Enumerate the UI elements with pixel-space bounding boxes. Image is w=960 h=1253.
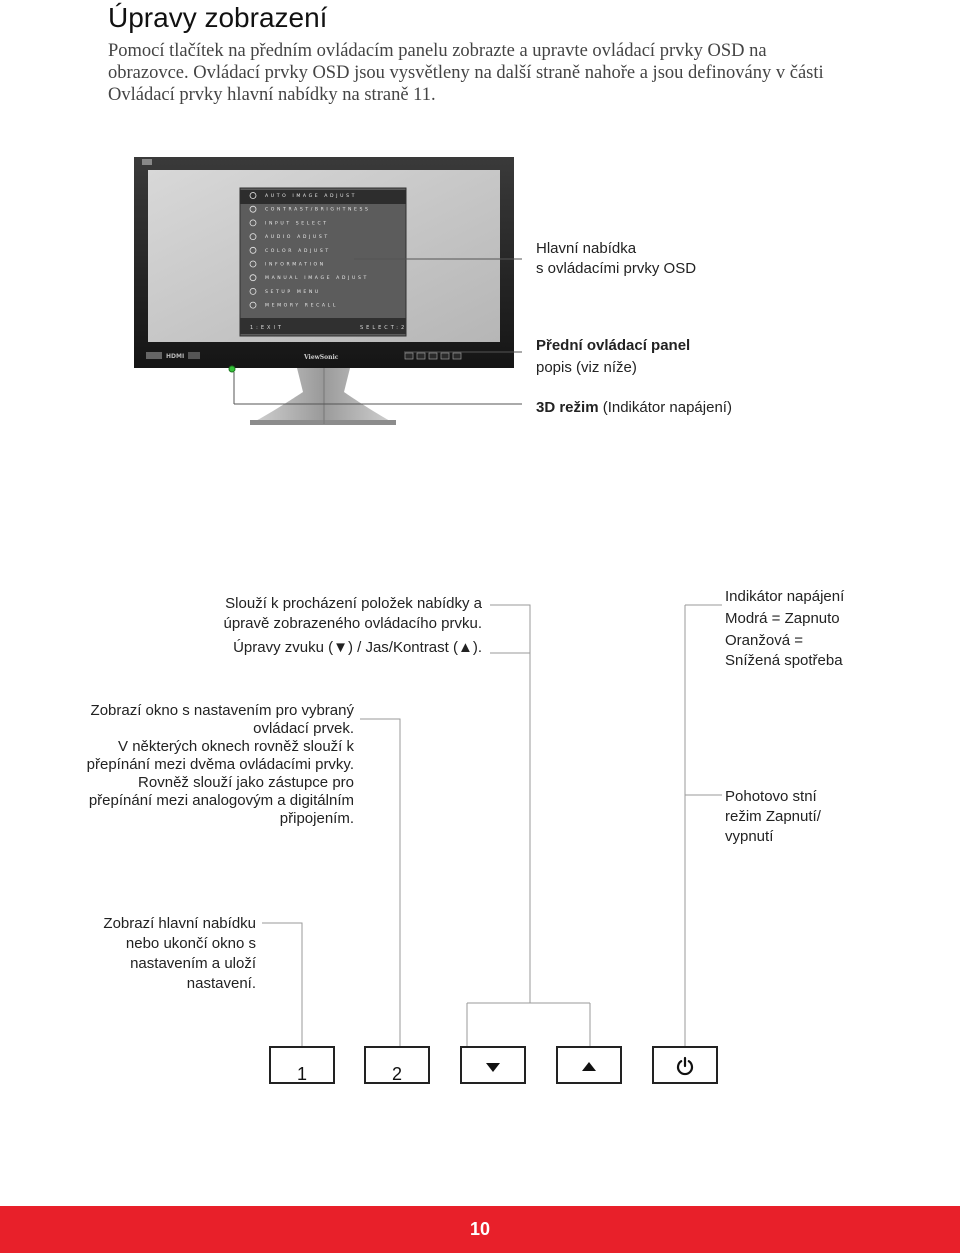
osd-menu-item: AUTO IMAGE ADJUST [265,193,357,199]
button-2-label: 2 [391,1063,402,1084]
osd-item-icon [249,260,257,268]
callout-main-menu: Hlavní nabídka s ovládacími prvky OSD [536,240,697,277]
button-down[interactable] [460,1046,526,1084]
page-footer: 10 [0,1206,960,1253]
osd-item-icon [249,246,257,254]
button-power[interactable] [652,1046,718,1084]
osd-footer-left: 1:EXIT [250,325,284,331]
front-panel-buttons [404,352,462,360]
osd-menu-item: INFORMATION [265,262,326,268]
callout-front-panel: Přední ovládací panel popis (viz níže) [536,337,691,376]
button-up[interactable] [556,1046,622,1084]
callout-button-1: Zobrazí hlavní nabídku nebo ukončí okno … [103,915,256,992]
brand-logo: ViewSonic [303,354,339,361]
osd-menu-item: COLOR ADJUST [265,248,331,254]
callout-standby: Pohotovo stní režim Zapnutí/ vypnutí [725,788,821,845]
osd-item-icon [249,205,257,213]
osd-menu-item: CONTRAST/BRIGHTNESS [265,207,371,213]
callout-3d-mode: 3D režim (Indikátor napájení) [536,399,732,416]
hdmi-logo: HDMI [166,353,184,360]
osd-item-icon [249,287,257,295]
osd-item-icon [249,219,257,227]
osd-menu-item: SETUP MENU [265,289,321,295]
callout-scroll-buttons: Slouží k procházení položek nabídky a úp… [223,595,482,656]
callout-power-indicator: Indikátor napájení Modrá = Zapnuto Oranž… [725,588,845,669]
osd-window [239,187,407,337]
power-led [228,365,236,373]
osd-item-icon [249,233,257,241]
osd-menu-item: MANUAL IMAGE ADJUST [265,275,369,281]
osd-menu-item: INPUT SELECT [265,220,329,226]
osd-menu-item: AUDIO ADJUST [265,234,330,240]
button-1[interactable]: 1 [269,1046,335,1084]
down-triangle-icon [486,1063,500,1072]
up-triangle-icon [582,1062,596,1071]
power-icon [676,1056,694,1076]
monitor-stand [254,368,392,422]
osd-item-icon [249,192,257,199]
osd-item-icon [249,274,257,282]
page-number: 10 [469,1219,491,1239]
osd-menu-item: MEMORY RECALL [265,303,338,309]
osd-item-icon [249,301,257,309]
osd-footer-right: SELECT:2 [360,325,407,331]
intro-paragraph: Pomocí tlačítek na předním ovládacím pan… [108,41,824,105]
button-2[interactable]: 2 [364,1046,430,1084]
button-1-label: 1 [296,1063,307,1084]
page-title: Úpravy zobrazení [108,2,328,33]
osd-menu-list: AUTO IMAGE ADJUST CONTRAST/BRIGHTNESS INPU… [249,192,371,309]
callout-button-2: Zobrazí okno s nastavením pro vybraný ov… [86,702,354,827]
